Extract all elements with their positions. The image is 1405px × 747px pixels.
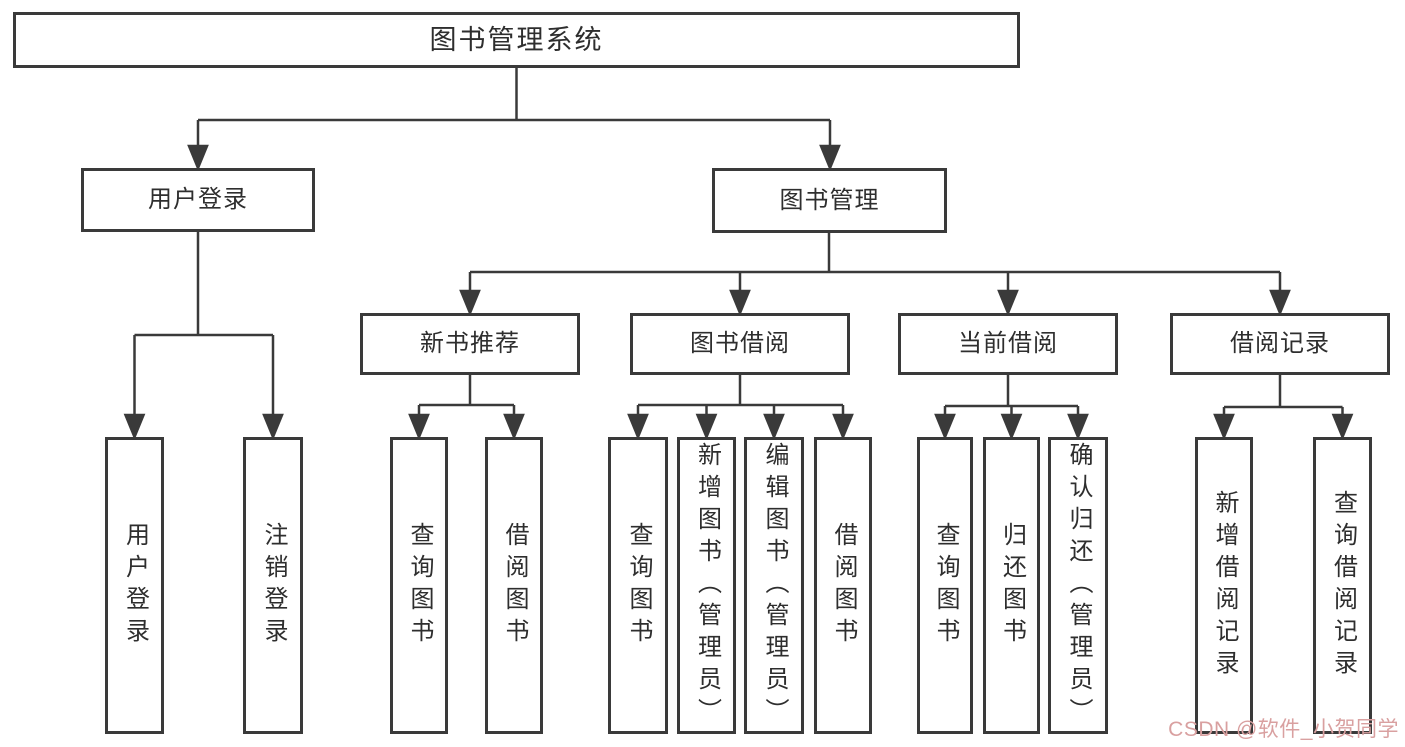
leaf-edit-books-admin: 编辑图书（管理员） [744,437,804,734]
node-label: 图书借阅 [690,330,790,357]
leaf-query-books-1: 查询图书 [390,437,448,734]
csdn-watermark: CSDN @软件_小贺同学 [1168,718,1399,741]
node-current-borrowing: 当前借阅 [898,313,1118,375]
node-label: 借阅图书 [501,521,528,650]
node-label: 查询图书 [932,521,959,650]
node-label: 当前借阅 [958,330,1058,357]
node-label: 注销登录 [260,521,287,650]
node-label: 归还图书 [998,521,1026,650]
node-label: 查询图书 [625,521,652,650]
node-label: 新增图书（管理员） [693,441,721,730]
node-new-book-recommend: 新书推荐 [360,313,580,375]
node-label: 新增借阅记录 [1211,489,1238,682]
leaf-query-borrow-record: 查询借阅记录 [1313,437,1372,734]
node-book-borrowing: 图书借阅 [630,313,850,375]
node-user-login-branch: 用户登录 [81,168,315,232]
leaf-query-books-2: 查询图书 [608,437,668,734]
leaf-add-borrow-record: 新增借阅记录 [1195,437,1253,734]
leaf-borrow-books-1: 借阅图书 [485,437,543,734]
node-label: 用户登录 [148,186,248,213]
node-label: 用户登录 [121,521,149,650]
node-label: 借阅记录 [1230,330,1330,357]
leaf-add-books-admin: 新增图书（管理员） [677,437,736,734]
node-label: 新书推荐 [420,330,520,357]
node-borrowing-records: 借阅记录 [1170,313,1390,375]
leaf-borrow-books-2: 借阅图书 [814,437,872,734]
node-label: 图书管理 [779,186,880,214]
node-label: 编辑图书（管理员） [761,441,788,730]
node-label: 图书管理系统 [429,24,604,55]
leaf-query-books-3: 查询图书 [917,437,973,734]
node-label: 查询借阅记录 [1329,489,1357,682]
node-label: 借阅图书 [830,521,857,650]
leaf-logout: 注销登录 [243,437,303,734]
leaf-confirm-return-admin: 确认归还（管理员） [1048,437,1108,734]
node-label: 确认归还（管理员） [1065,441,1092,730]
node-label: 查询图书 [406,521,433,650]
leaf-user-login: 用户登录 [105,437,164,734]
node-library-system: 图书管理系统 [13,12,1020,68]
leaf-return-books: 归还图书 [983,437,1040,734]
node-book-management: 图书管理 [712,168,947,233]
